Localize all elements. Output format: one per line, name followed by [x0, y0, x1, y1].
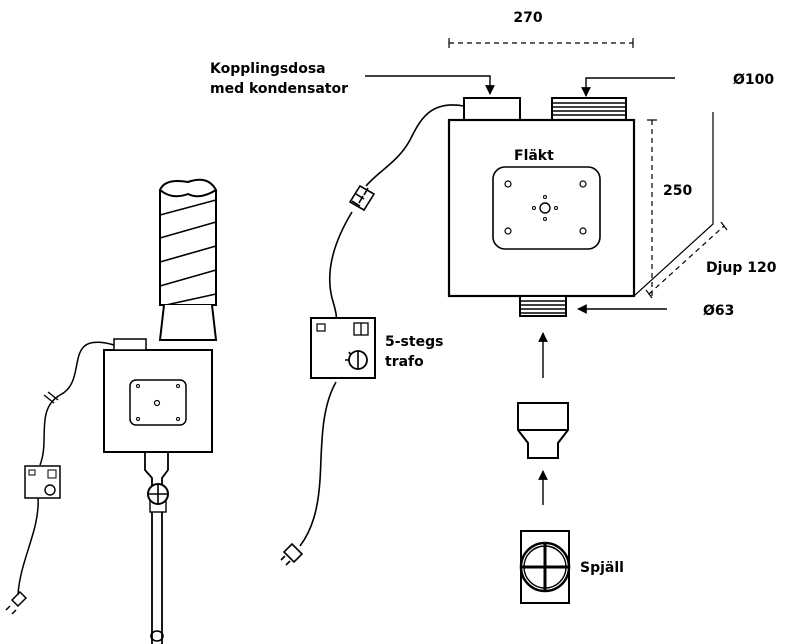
reducer [517, 402, 569, 459]
height-dimension: 250 [647, 119, 692, 296]
inlet-collar [519, 295, 567, 317]
transformer: 5-stegs trafo [310, 317, 443, 379]
cable-connector [348, 184, 376, 212]
transformer-label-line1: 5-stegs [385, 334, 443, 350]
damper: Spjäll [519, 530, 624, 604]
installed-overview [5, 178, 218, 644]
spiral-duct [158, 178, 218, 341]
motor-plate [492, 166, 601, 250]
depth-label: Djup 120 [706, 260, 777, 276]
overview-transformer [24, 465, 61, 499]
depth-dimension: Djup 120 [633, 112, 777, 299]
outlet-diameter-label: Ø100 [733, 72, 774, 88]
width-label: 270 [513, 10, 542, 26]
transformer-label-line2: trafo [385, 354, 424, 370]
overview-junction-box [113, 338, 147, 351]
overview-cable [39, 341, 115, 466]
power-plug [280, 542, 304, 566]
inlet-diameter-label: Ø63 [703, 303, 734, 319]
damper-label: Spjäll [580, 560, 624, 576]
outlet-callout: Ø100 [581, 72, 774, 97]
inlet-callout: Ø63 [577, 303, 734, 319]
height-label: 250 [663, 183, 692, 199]
width-dimension: 270 [448, 10, 634, 48]
junction-box-callout: Kopplingsdosa med kondensator [210, 61, 495, 97]
outlet-collar [551, 97, 627, 121]
junction-box [463, 97, 521, 121]
fan-box [447, 118, 636, 298]
junction-box-label-line2: med kondensator [210, 81, 348, 97]
junction-box-label-line1: Kopplingsdosa [210, 61, 326, 77]
fan-label: Fläkt [514, 148, 554, 164]
